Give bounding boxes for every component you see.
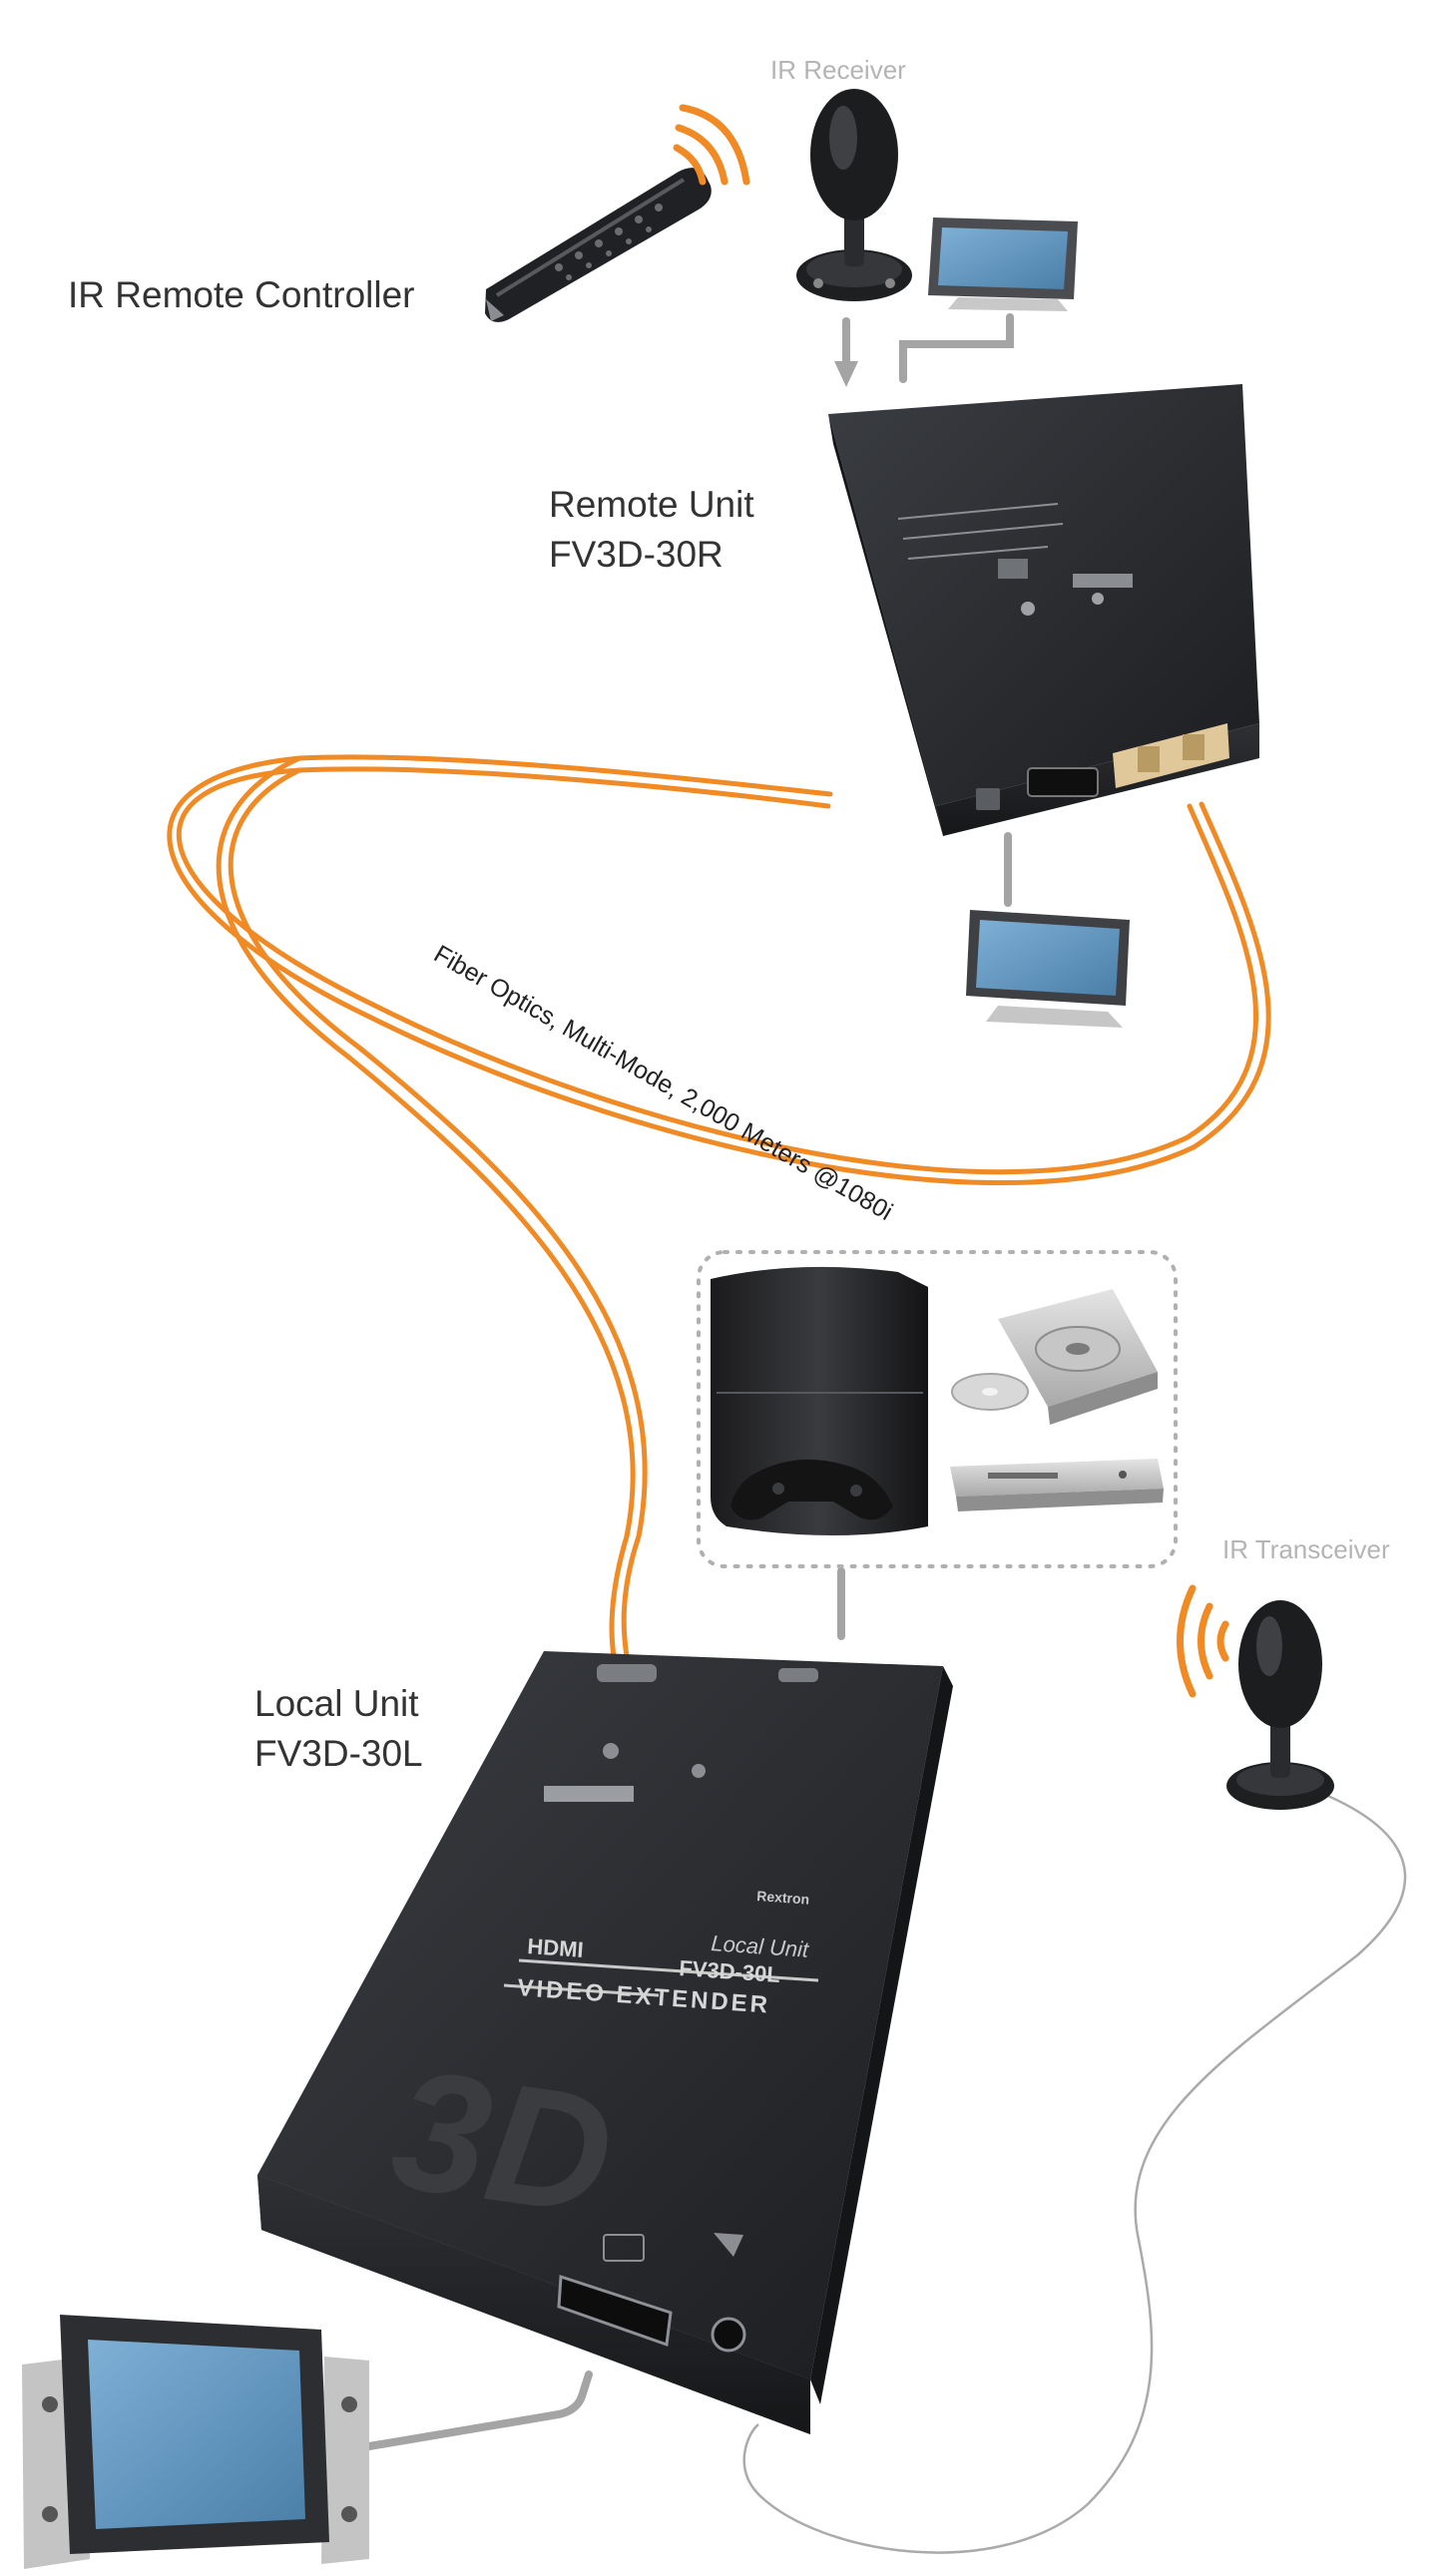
local-unit-hdmi-logo: HDMI	[527, 1933, 585, 1962]
remote-ir-waves	[673, 104, 750, 186]
ir-transceiver-cable	[742, 1782, 1407, 2554]
transceiver-ir-waves	[1177, 1584, 1229, 1698]
local-unit-3d-mark: 3D	[382, 2033, 624, 2251]
ir-receiver-label: IR Receiver	[770, 55, 906, 85]
local-unit-device	[257, 1651, 953, 2434]
remote-unit-fiber-port	[1113, 723, 1229, 788]
remote-unit-device	[828, 384, 1259, 836]
local-monitor-display	[22, 2315, 369, 2569]
turntable-device	[951, 1289, 1158, 1425]
remote-unit-model: FV3D-30R	[549, 534, 724, 575]
ir-receiver	[796, 89, 912, 301]
local-unit-brand: Rextron	[756, 1888, 810, 1908]
ir-transceiver-label: IR Transceiver	[1222, 1534, 1390, 1564]
local-unit-model: FV3D-30L	[254, 1733, 423, 1774]
ir-receiver-arrow	[834, 361, 858, 387]
game-console	[711, 1266, 928, 1535]
local-unit-hdmi-port	[557, 2274, 673, 2348]
source-devices-group	[697, 1250, 1178, 1568]
remote-monitor-small	[928, 217, 1078, 311]
remote-unit-title: Remote Unit	[549, 484, 754, 525]
connector-lines	[365, 313, 1014, 2450]
ir-transceiver	[1226, 1600, 1334, 1810]
ir-remote-controller	[485, 168, 712, 322]
local-unit-audio-jack	[711, 2317, 746, 2353]
ir-remote-controller-label: IR Remote Controller	[68, 274, 415, 315]
local-unit-title: Local Unit	[254, 1683, 419, 1724]
fiber-optic-cable	[167, 754, 1271, 1659]
remote-monitor-display	[966, 910, 1130, 1028]
dvd-player	[950, 1459, 1164, 1511]
